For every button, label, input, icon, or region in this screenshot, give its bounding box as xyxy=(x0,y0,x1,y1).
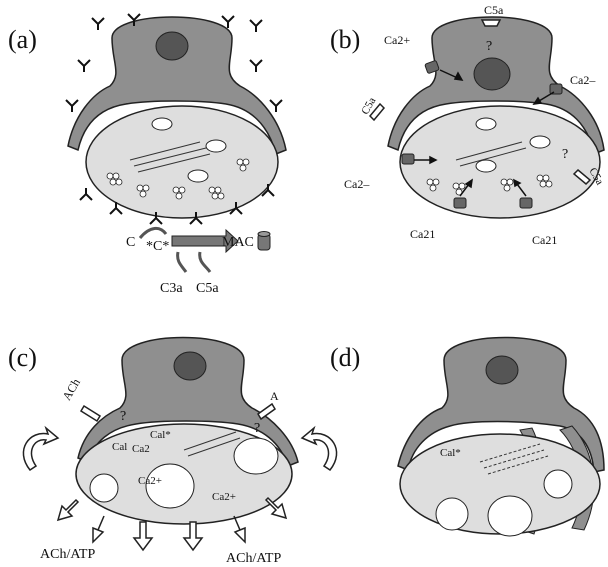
panel-d-letter: (d) xyxy=(330,343,360,372)
label-ach-atp-right: ACh/ATP xyxy=(226,551,281,566)
label-ach-receptor: ACh xyxy=(59,376,82,403)
label-c: C xyxy=(126,235,135,250)
panel-c: (c) ACh A ? ? Cal Ca2 Cal* Ca2+ Ca2+ xyxy=(8,338,337,567)
label-c3a: C3a xyxy=(160,281,183,296)
q-top: ? xyxy=(486,39,492,54)
label-ca2-right: Ca2+ xyxy=(212,491,236,503)
label-ca-bl: Ca21 xyxy=(410,227,435,241)
label-ca2-c: Ca2 xyxy=(132,443,150,455)
nucleus-b xyxy=(474,58,510,90)
panel-b-letter: (b) xyxy=(330,25,360,54)
panel-a: (a) C *C* xyxy=(8,14,286,296)
q-right: ? xyxy=(562,147,568,162)
nucleus-c xyxy=(174,352,206,380)
label-cstar: *C* xyxy=(146,239,169,254)
label-ca-tl: Ca2+ xyxy=(384,33,410,47)
label-c5a: C5a xyxy=(196,281,219,296)
arrow-c-to-cstar xyxy=(140,228,166,238)
nucleus-a xyxy=(156,32,188,60)
label-c5a-top: C5a xyxy=(484,3,504,17)
label-ca-tr: Ca2– xyxy=(570,73,596,87)
panel-b: (b) C5a ? C5a xyxy=(330,3,606,247)
label-a-receptor: A xyxy=(270,389,279,403)
panel-d: (d) Cal* xyxy=(330,338,604,537)
nucleus-d xyxy=(486,356,518,384)
arrow-to-c3a xyxy=(178,252,186,272)
label-cal: Cal xyxy=(112,441,127,453)
rotation-arrow-left xyxy=(23,428,58,470)
q-right-c: ? xyxy=(254,421,260,436)
rotation-arrow-right xyxy=(302,428,337,470)
label-ach-atp-left: ACh/ATP xyxy=(40,547,95,562)
label-ca-br: Ca21 xyxy=(532,233,557,247)
mac-pore-icon xyxy=(258,232,270,251)
label-mac: MAC xyxy=(222,235,254,250)
label-calstar-c: Cal* xyxy=(150,429,171,441)
q-left-c: ? xyxy=(120,409,126,424)
panel-c-letter: (c) xyxy=(8,343,37,372)
label-ca-left: Ca2– xyxy=(344,177,370,191)
panel-a-letter: (a) xyxy=(8,25,37,54)
label-calstar-d: Cal* xyxy=(440,447,461,459)
label-ca2-inner: Ca2+ xyxy=(138,475,162,487)
arrow-to-c5a xyxy=(200,252,210,272)
